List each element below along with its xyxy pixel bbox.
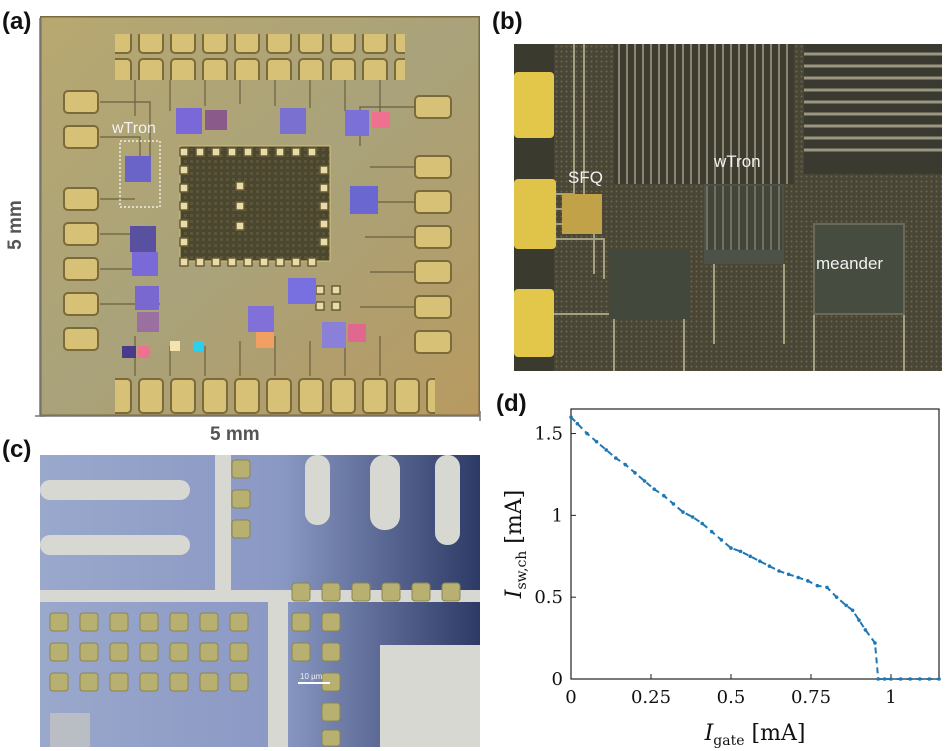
data-point <box>585 431 589 436</box>
data-point <box>623 462 628 467</box>
x-tick-label: 0.75 <box>791 687 831 708</box>
data-point <box>918 677 922 681</box>
data-point <box>604 448 608 452</box>
data-point <box>806 579 810 583</box>
data-point <box>710 529 714 534</box>
data-point <box>796 575 800 580</box>
x-tick-label: 0.25 <box>631 687 671 708</box>
y-tick-label: 0 <box>552 669 563 690</box>
data-point <box>786 572 791 577</box>
data-point <box>889 677 893 681</box>
panel-d-label: (d) <box>496 390 527 417</box>
data-point <box>815 583 820 588</box>
data-point <box>690 515 695 519</box>
y-tick-label: 1.5 <box>534 424 563 445</box>
data-point <box>825 585 829 590</box>
panel-c-label: (c) <box>2 436 32 463</box>
data-point <box>850 608 855 613</box>
chip-micrograph-drawing <box>40 16 480 416</box>
data-point <box>898 677 903 681</box>
meander-label: meander <box>816 254 884 273</box>
data-point <box>908 677 912 681</box>
data-point <box>876 677 880 681</box>
data-point <box>857 618 861 622</box>
panel-a-label: (a) <box>2 8 32 35</box>
data-point <box>575 421 580 426</box>
data-point <box>671 502 676 506</box>
y-tick-label: 0.5 <box>534 587 563 608</box>
data-point <box>777 569 781 573</box>
data-point <box>569 415 573 419</box>
x-tick-label: 0 <box>565 687 576 708</box>
switching-current-chart: 0 0.25 0.5 0.75 1 0 0.5 1 1.5 Igate [mA] Isw,ch… <box>502 408 941 749</box>
device-micrograph-drawing <box>514 44 942 371</box>
chip-micrograph <box>40 16 480 416</box>
plot-area <box>570 408 940 680</box>
data-point <box>642 479 647 483</box>
data-point <box>834 595 839 599</box>
data-point <box>681 510 685 514</box>
x-ticks: 0 0.25 0.5 0.75 1 <box>565 674 897 708</box>
data-point <box>927 677 932 681</box>
y-ticks: 0 0.5 1 1.5 <box>534 424 576 690</box>
data-point <box>738 549 743 554</box>
data-point <box>719 538 724 542</box>
x-axis-label: Igate [mA] <box>704 721 806 749</box>
data-point <box>633 471 637 475</box>
panel-b-label: (b) <box>492 8 523 35</box>
y-axis-label: Isw,ch [mA] <box>502 490 530 599</box>
series-points <box>569 415 941 681</box>
data-point <box>594 439 599 444</box>
wtron-label: wTron <box>714 152 761 171</box>
data-point <box>767 564 772 568</box>
optical-micrograph-drawing <box>40 455 480 747</box>
y-tick-label: 1 <box>552 505 563 526</box>
data-point <box>937 677 941 681</box>
data-point <box>662 493 666 498</box>
x-tick-label: 0.5 <box>717 687 746 708</box>
data-point <box>729 546 733 550</box>
chip-height-label: 5 mm <box>5 200 26 250</box>
device-micrograph <box>514 44 942 371</box>
data-point <box>873 641 877 645</box>
optical-micrograph <box>40 455 480 747</box>
data-point <box>758 559 762 563</box>
data-point <box>882 677 887 681</box>
chip-width-label: 5 mm <box>210 424 260 445</box>
data-point <box>614 456 618 460</box>
scale-bar-label: 10 µm <box>300 672 323 681</box>
x-tick-label: 1 <box>885 687 896 708</box>
data-point <box>652 487 656 491</box>
sfq-label: SFQ <box>568 168 603 187</box>
data-point <box>844 603 848 608</box>
data-point <box>863 628 868 632</box>
chip-wtron-label: wTron <box>112 120 156 137</box>
data-point <box>700 521 704 526</box>
data-point <box>748 554 752 559</box>
panel-a-dimension-lines <box>35 18 481 421</box>
